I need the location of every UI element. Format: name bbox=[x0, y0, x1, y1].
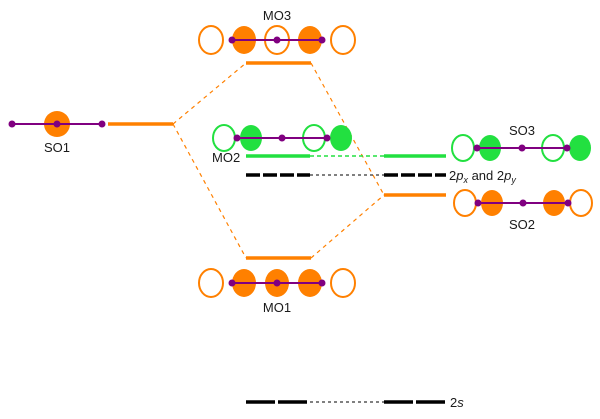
mo2-label: MO2 bbox=[212, 150, 240, 165]
mo1-label: MO1 bbox=[263, 300, 291, 315]
atom-dot bbox=[564, 199, 572, 207]
lobe-open bbox=[198, 268, 224, 298]
atom-dot bbox=[519, 199, 527, 207]
atom-dot bbox=[563, 144, 571, 152]
so1-orbital bbox=[8, 111, 106, 137]
so3-label: SO3 bbox=[509, 123, 535, 138]
atom-dot bbox=[273, 279, 281, 287]
atom-dot bbox=[318, 36, 326, 44]
mo3-label: MO3 bbox=[263, 8, 291, 23]
connector-so1-mo1 bbox=[172, 123, 247, 259]
mo3-orbital bbox=[198, 25, 356, 55]
atom-dot bbox=[228, 36, 236, 44]
two-p-label: 2px and 2py bbox=[449, 168, 516, 185]
so3-orbital bbox=[451, 134, 591, 162]
atom-dot bbox=[278, 134, 286, 142]
lobe-open bbox=[198, 25, 224, 55]
atom-dot bbox=[518, 144, 526, 152]
lobe-open bbox=[569, 189, 593, 217]
connector-so1-mo3 bbox=[172, 62, 247, 125]
atom-dot bbox=[273, 36, 281, 44]
atom-dot bbox=[318, 279, 326, 287]
connector-mo1-so2 bbox=[310, 194, 385, 259]
lobe-open bbox=[453, 189, 477, 217]
atom-dot bbox=[98, 120, 106, 128]
correlation-lines bbox=[172, 62, 385, 259]
so2-orbital bbox=[453, 189, 593, 217]
atom-dot bbox=[474, 199, 482, 207]
atom-dot bbox=[53, 120, 61, 128]
lobe-open bbox=[451, 134, 475, 162]
lobe-open bbox=[212, 124, 236, 152]
mo2-orbital bbox=[212, 124, 352, 152]
lobe-filled bbox=[330, 125, 352, 151]
so2-label: SO2 bbox=[509, 217, 535, 232]
lobe-filled bbox=[569, 135, 591, 161]
two-s-label: 2s bbox=[450, 395, 464, 410]
atom-dot bbox=[473, 144, 481, 152]
lobe-open bbox=[330, 268, 356, 298]
lobe-open bbox=[330, 25, 356, 55]
atom-dot bbox=[8, 120, 16, 128]
atom-dot bbox=[233, 134, 241, 142]
atom-dot bbox=[228, 279, 236, 287]
so1-label: SO1 bbox=[44, 140, 70, 155]
mo1-orbital bbox=[198, 268, 356, 298]
atom-dot bbox=[323, 134, 331, 142]
